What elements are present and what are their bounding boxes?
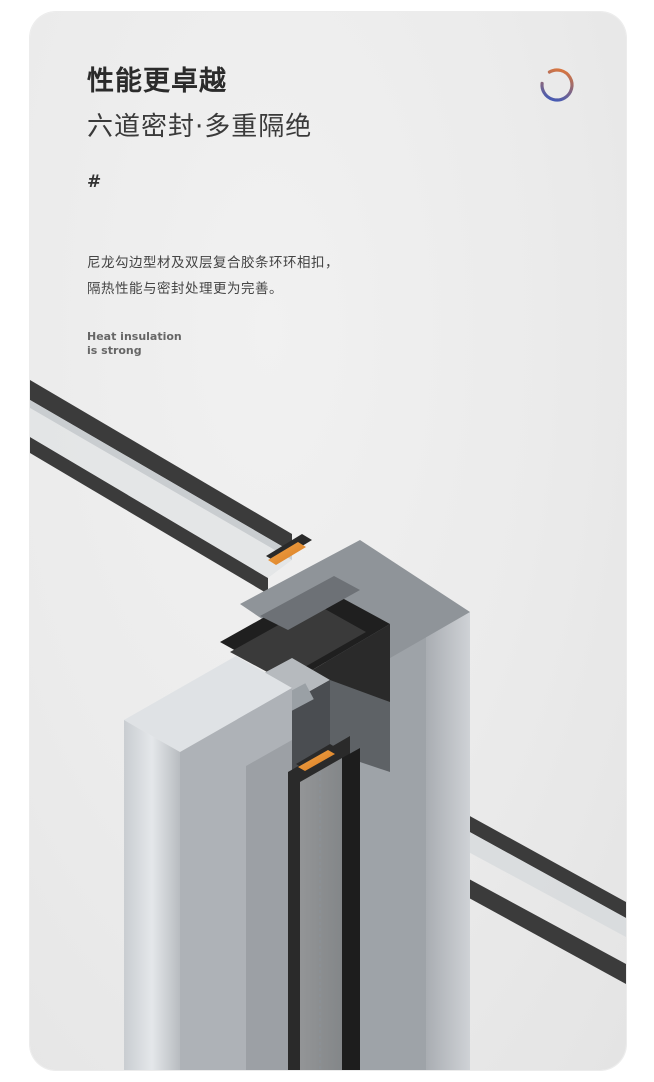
description-line-1: 尼龙勾边型材及双层复合胶条环环相扣， bbox=[87, 255, 339, 271]
upper-glass bbox=[30, 380, 292, 594]
page-title: 性能更卓越 bbox=[87, 66, 227, 97]
window-profile-illustration bbox=[30, 380, 626, 1070]
product-card: 性能更卓越 六道密封·多重隔绝 # 尼龙勾边型材及双层复合胶条环环相扣， 隔热性… bbox=[30, 12, 626, 1070]
tagline-line-1: Heat insulation bbox=[87, 330, 182, 343]
page-subtitle: 六道密封·多重隔绝 bbox=[87, 112, 313, 142]
gradient-ring-icon bbox=[540, 68, 574, 102]
english-tagline: Heat insulation is strong bbox=[87, 330, 182, 358]
description: 尼龙勾边型材及双层复合胶条环环相扣， 隔热性能与密封处理更为完善。 bbox=[87, 250, 447, 302]
hash-mark: # bbox=[87, 172, 102, 192]
front-profile bbox=[124, 656, 292, 1070]
tagline-line-2: is strong bbox=[87, 344, 142, 357]
orange-gasket-strips bbox=[266, 534, 340, 771]
description-line-2: 隔热性能与密封处理更为完善。 bbox=[87, 281, 283, 297]
glazing-channel bbox=[288, 736, 360, 1070]
